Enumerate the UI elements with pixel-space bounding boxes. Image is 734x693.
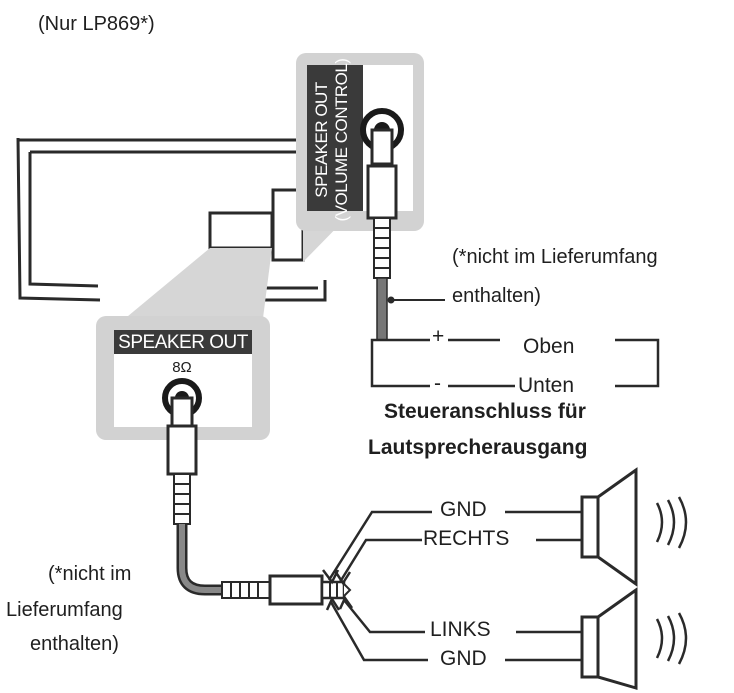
control-plus-label: + <box>432 325 445 348</box>
top-panel-label-line1: SPEAKER OUT <box>312 82 331 198</box>
speaker-left-icon <box>580 587 638 690</box>
label-right: RECHTS <box>423 527 510 550</box>
bottom-panel-title: SPEAKER OUT <box>118 332 249 353</box>
top-panel-label: SPEAKER OUT (VOLUME CONTROL) <box>312 59 351 222</box>
note-left-line2: Lieferumfang <box>6 599 123 621</box>
sound-waves-right-icon <box>655 496 688 549</box>
note-right-line2: enthalten) <box>452 285 541 307</box>
control-caption-line2: Lautsprecherausgang <box>368 436 588 459</box>
label-gnd-bottom: GND <box>440 647 487 670</box>
label-left: LINKS <box>430 618 491 641</box>
control-down-label: Unten <box>518 374 575 397</box>
header-note: (Nur LP869*) <box>38 13 155 35</box>
top-cable-plug <box>366 128 445 341</box>
bottom-panel-ohm: 8Ω <box>172 359 192 376</box>
bottom-cable-plug <box>166 396 352 606</box>
note-right-line1: (*nicht im Lieferumfang <box>452 246 658 268</box>
sound-waves-left-icon <box>655 612 688 665</box>
control-minus-label: - <box>434 372 441 395</box>
control-caption-line1: Steueranschluss für <box>384 400 586 423</box>
tv-port-box <box>208 211 274 250</box>
tv-body <box>16 137 327 302</box>
control-up-label: Oben <box>523 335 575 358</box>
callout-wedge-bottom <box>116 248 272 326</box>
speaker-right-icon <box>580 467 638 587</box>
label-gnd-top: GND <box>440 498 487 521</box>
top-panel-label-line2: (VOLUME CONTROL) <box>332 59 351 222</box>
note-left-line1: (*nicht im <box>48 563 132 585</box>
plug-leader-lines <box>322 510 582 662</box>
note-left-line3: enthalten) <box>30 633 119 655</box>
bottom-speaker-panel <box>96 316 270 440</box>
control-wiring <box>370 338 660 388</box>
